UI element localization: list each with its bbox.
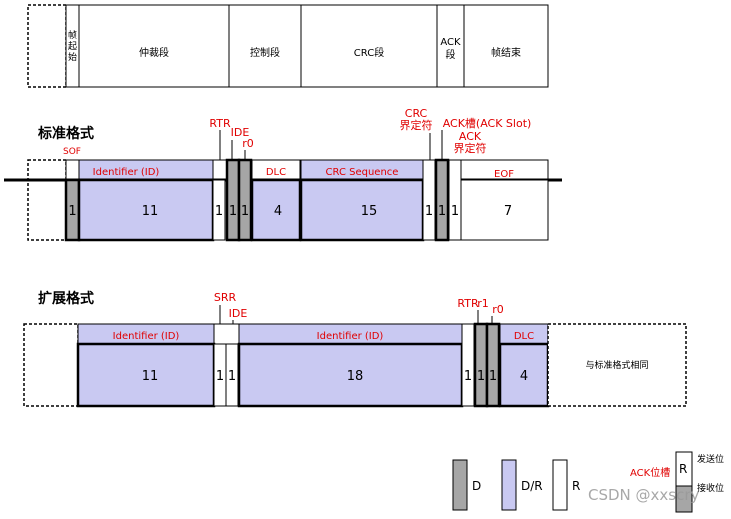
r1-count: 1 — [477, 369, 485, 384]
rtr-count: 1 — [215, 204, 223, 219]
ext-ide-count: 1 — [228, 369, 236, 384]
sof-count: 1 — [68, 204, 76, 219]
dlc-label: DLC — [266, 167, 286, 178]
crc-count: 15 — [361, 204, 378, 219]
ext-rtr-bit — [461, 323, 475, 407]
ext-dlc-label: DLC — [514, 331, 534, 342]
identifier-label: Identifier (ID) — [93, 167, 160, 178]
eof-label: 帧结束 — [491, 46, 521, 59]
ext-r0-bit — [485, 322, 501, 408]
rtr-bit — [212, 179, 226, 241]
sof-small-label: SOF — [63, 147, 81, 157]
ext-ide-label: IDE — [229, 307, 248, 320]
legend-dominant-swatch — [452, 459, 468, 511]
same-as-std-box — [547, 323, 687, 407]
same-as-std-label: 与标准格式相同 — [585, 359, 648, 371]
control-label: 控制段 — [250, 46, 280, 59]
legend-r-box-label: R — [679, 462, 687, 476]
ide-label: IDE — [231, 126, 250, 139]
r1-label: r1 — [477, 297, 489, 310]
srr-count: 1 — [216, 369, 224, 384]
ack-slot-bit — [434, 158, 450, 242]
r0-bit — [237, 158, 253, 242]
ide-count: 1 — [229, 204, 237, 219]
crc-delim-count: 1 — [425, 204, 433, 219]
ext-dlc-count: 4 — [520, 369, 528, 384]
watermark: CSDN @xxscry — [588, 486, 700, 504]
legend: D D/R R ACK位槽 R 发送位 接收位 — [452, 451, 724, 513]
crc-sequence-label: CRC Sequence — [326, 167, 399, 178]
legend-dr-swatch — [501, 459, 517, 511]
eof-count: 7 — [504, 204, 512, 219]
crc-bits — [299, 178, 425, 242]
ext-id-b-bits — [237, 342, 464, 408]
legend-r-label: R — [572, 479, 580, 493]
extended-format: 扩展格式 SRR IDE RTR r1 r0 Identifier (ID) I… — [23, 290, 687, 408]
legend-recv-label: 接收位 — [697, 482, 724, 494]
rtr-label: RTR — [209, 117, 231, 130]
ext-id-a-count: 11 — [142, 369, 159, 384]
srr-label: SRR — [214, 291, 237, 304]
arbitration-label: 仲裁段 — [139, 46, 169, 59]
ext-r0-count: 1 — [489, 369, 497, 384]
legend-d-label: D — [472, 479, 481, 493]
r0-count: 1 — [241, 204, 249, 219]
eof-red-label: EOF — [494, 169, 514, 180]
ide-bit — [225, 158, 241, 242]
ext-rtr-label: RTR — [457, 297, 479, 310]
ack-slot-count: 1 — [438, 204, 446, 219]
ext-dlc-bits — [498, 342, 550, 408]
eof-bits — [460, 179, 549, 241]
ext-rtr-count: 1 — [464, 369, 472, 384]
extended-title: 扩展格式 — [38, 290, 94, 307]
legend-ack-slot-label: ACK位槽 — [630, 466, 670, 479]
r0-label: r0 — [242, 137, 254, 150]
id-count: 11 — [142, 204, 159, 219]
ext-identifier-a-label: Identifier (ID) — [113, 331, 180, 342]
legend-dr-label: D/R — [521, 479, 543, 493]
dlc-bits — [250, 178, 302, 242]
legend-recv-box — [675, 485, 693, 513]
standard-title: 标准格式 — [37, 125, 94, 142]
ack-slot-label: ACK槽(ACK Slot) — [443, 117, 532, 130]
sof-label: 帧起始 — [68, 29, 77, 63]
legend-r-swatch — [552, 459, 568, 511]
crc-segment-label: CRC段 — [354, 46, 384, 59]
ext-identifier-b-label: Identifier (ID) — [317, 331, 384, 342]
idle-dashed-box — [27, 4, 67, 88]
crc-delim-bit — [422, 159, 436, 241]
id-bits — [77, 178, 215, 242]
legend-send-label: 发送位 — [697, 453, 724, 465]
ext-id-b-count: 18 — [347, 369, 364, 384]
ext-r0-label: r0 — [492, 303, 504, 316]
r1-bit — [473, 322, 489, 408]
dlc-count: 4 — [274, 204, 282, 219]
ack-delim-count: 1 — [451, 204, 459, 219]
ack-delim-bit — [448, 159, 462, 241]
